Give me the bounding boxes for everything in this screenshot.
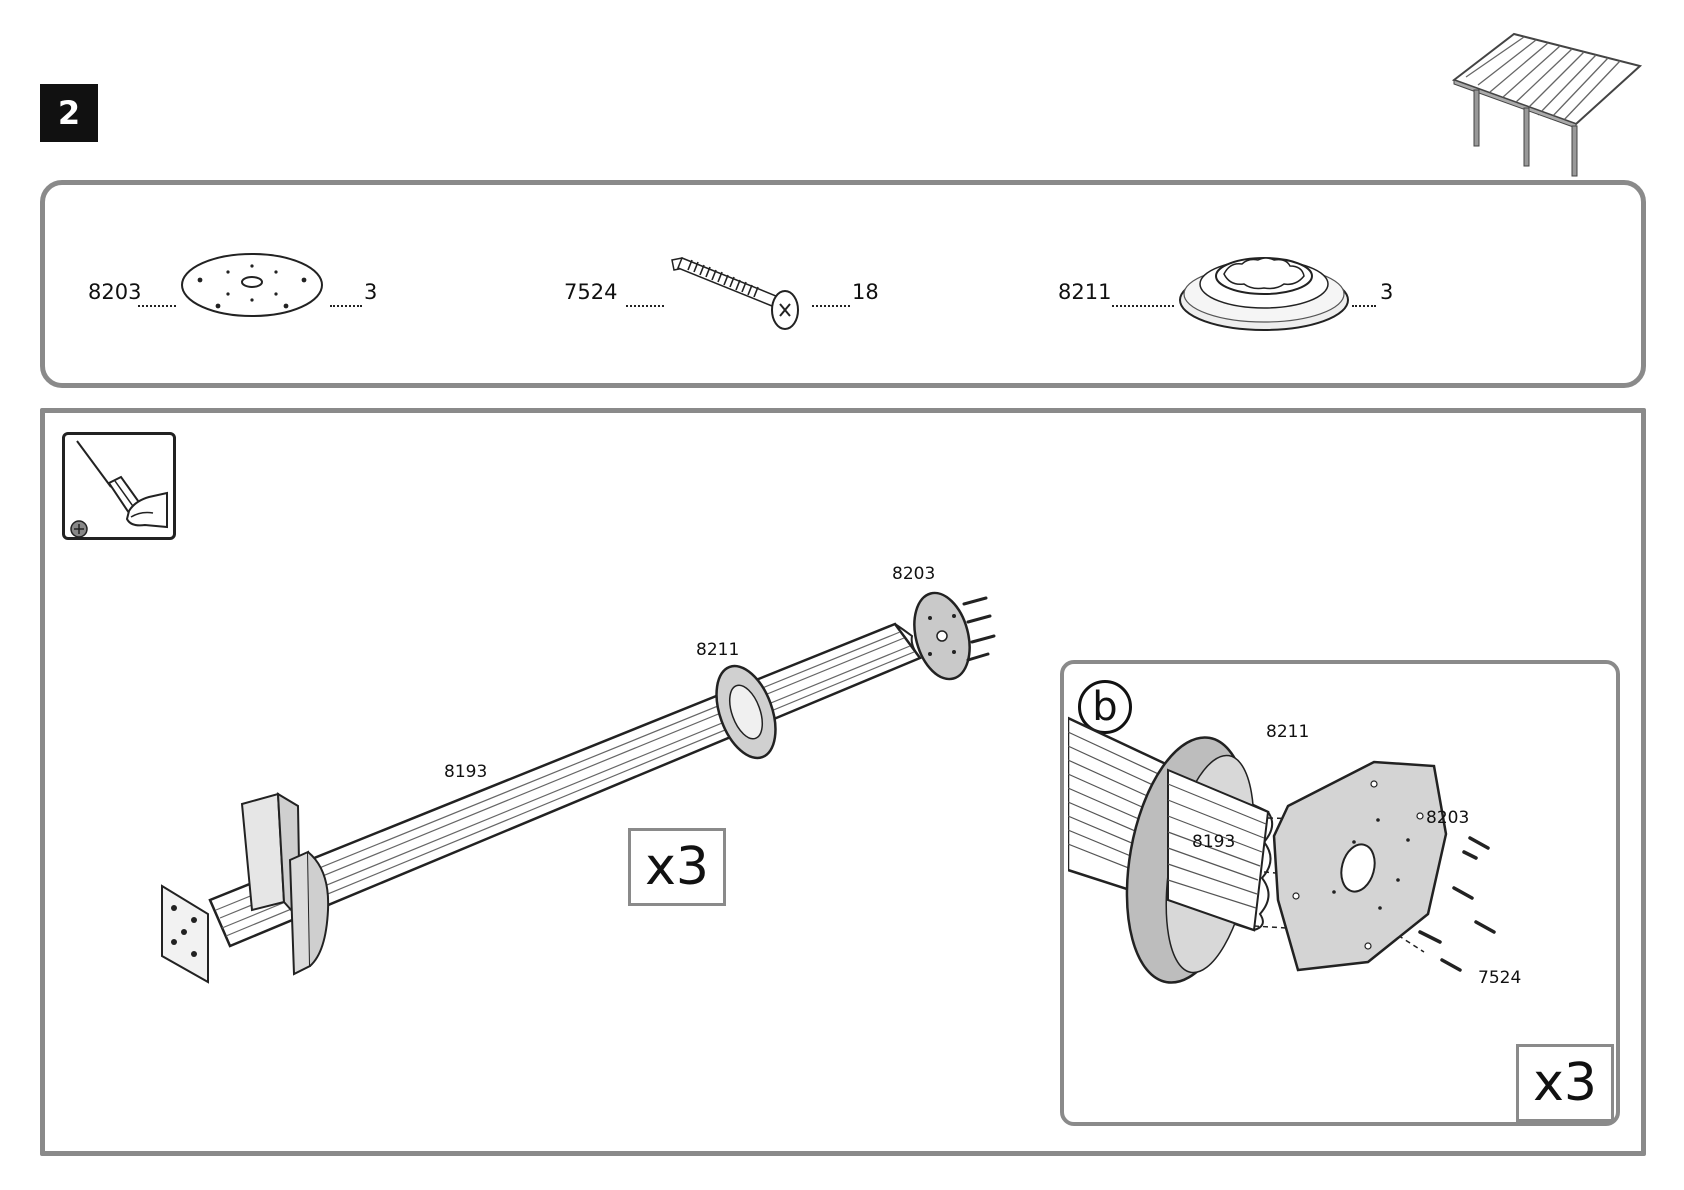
dotted-leader xyxy=(1112,305,1174,307)
screw-icon xyxy=(668,252,808,332)
part-qty-8211: 3 xyxy=(1380,280,1393,304)
part-qty-7524: 18 xyxy=(852,280,879,304)
part-qty-8203: 3 xyxy=(364,280,377,304)
detail-label-8203: 8203 xyxy=(1426,808,1469,828)
dotted-leader xyxy=(812,305,850,307)
detail-label-8211: 8211 xyxy=(1266,722,1309,742)
label-8211: 8211 xyxy=(696,640,739,660)
dotted-leader xyxy=(626,305,664,307)
dotted-leader xyxy=(1352,305,1376,307)
label-8203: 8203 xyxy=(892,564,935,584)
phillips-head-icon xyxy=(69,519,89,539)
detail-quantity-multiplier: x3 xyxy=(1516,1044,1614,1122)
detail-label-7524: 7524 xyxy=(1478,968,1521,988)
post-cover-ring-icon xyxy=(1176,238,1352,334)
post-assembly-illustration xyxy=(160,580,1020,1000)
pergola-thumbnail-icon xyxy=(1444,28,1644,178)
label-8193: 8193 xyxy=(444,762,487,782)
dotted-leader xyxy=(138,305,176,307)
part-code-8203: 8203 xyxy=(88,280,141,304)
base-plate-icon xyxy=(178,250,326,320)
step-number-badge: 2 xyxy=(40,84,98,142)
tool-icon-box xyxy=(62,432,176,540)
quantity-multiplier: x3 xyxy=(628,828,726,906)
part-code-8211: 8211 xyxy=(1058,280,1111,304)
dotted-leader xyxy=(330,305,362,307)
detail-label-8193: 8193 xyxy=(1192,832,1235,852)
part-code-7524: 7524 xyxy=(564,280,617,304)
detail-illustration xyxy=(1068,700,1548,1040)
